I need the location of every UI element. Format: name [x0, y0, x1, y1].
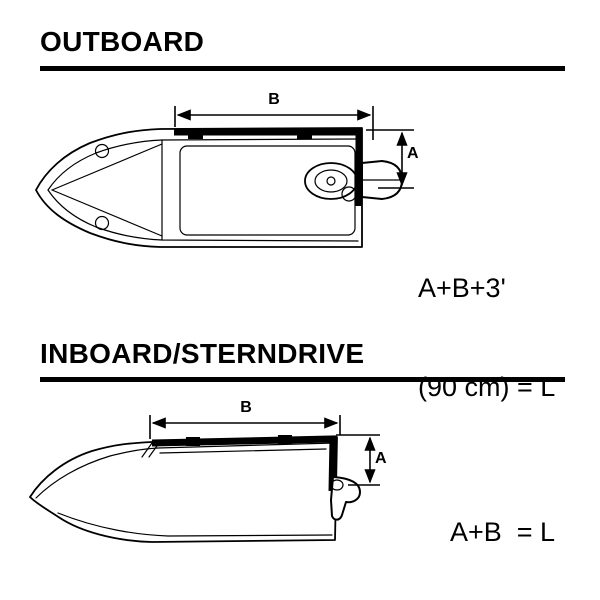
outboard-formula: A+B+3' (90 cm) = L — [418, 206, 555, 470]
cleat-2 — [278, 435, 292, 444]
motor-cowling-inner — [314, 169, 348, 193]
coaming-bold-line — [174, 128, 363, 206]
motor-cowling-outer — [304, 162, 358, 200]
sterndrive-ring — [330, 479, 344, 491]
outboard-boat-drawing: B A — [35, 91, 419, 248]
cleat-1 — [186, 437, 200, 446]
outboard-title: OUTBOARD — [40, 26, 205, 57]
inner-gunwale-top — [47, 138, 359, 191]
cockpit-outline — [179, 145, 356, 236]
windshield-line-1 — [141, 442, 153, 458]
cockpit-inner-line — [159, 448, 327, 454]
chine-line — [57, 512, 333, 537]
inboard-boat-drawing: B A — [29, 399, 387, 543]
coaming-bold-line — [151, 435, 337, 492]
inboard-divider — [40, 377, 565, 382]
bow-deck-line-top — [51, 143, 163, 191]
bow-fitting-top — [94, 143, 110, 159]
dim-a-label: A — [375, 450, 387, 467]
outboard-formula-line-1: A+B+3' — [418, 273, 506, 303]
sheer-inner-line — [35, 442, 335, 499]
dim-b-label: B — [268, 91, 280, 108]
hull-outline — [29, 436, 338, 543]
motor-ring — [341, 186, 357, 202]
sterndrive-outdrive — [330, 476, 361, 521]
bow-fitting-bottom — [94, 215, 110, 231]
dim-b-label: B — [240, 399, 252, 416]
outboard-divider — [40, 66, 565, 71]
inboard-title: INBOARD/STERNDRIVE — [40, 338, 365, 369]
dim-a-label: A — [407, 145, 419, 162]
inner-gunwale-bottom — [47, 189, 359, 242]
cleat-1 — [188, 129, 203, 139]
motor-center — [326, 176, 336, 186]
outboard-formula-line-2: (90 cm) = L — [418, 372, 556, 402]
cleat-2 — [297, 129, 312, 139]
inboard-formula: A+B = L — [450, 517, 556, 547]
bow-deck-line-bottom — [51, 189, 163, 237]
